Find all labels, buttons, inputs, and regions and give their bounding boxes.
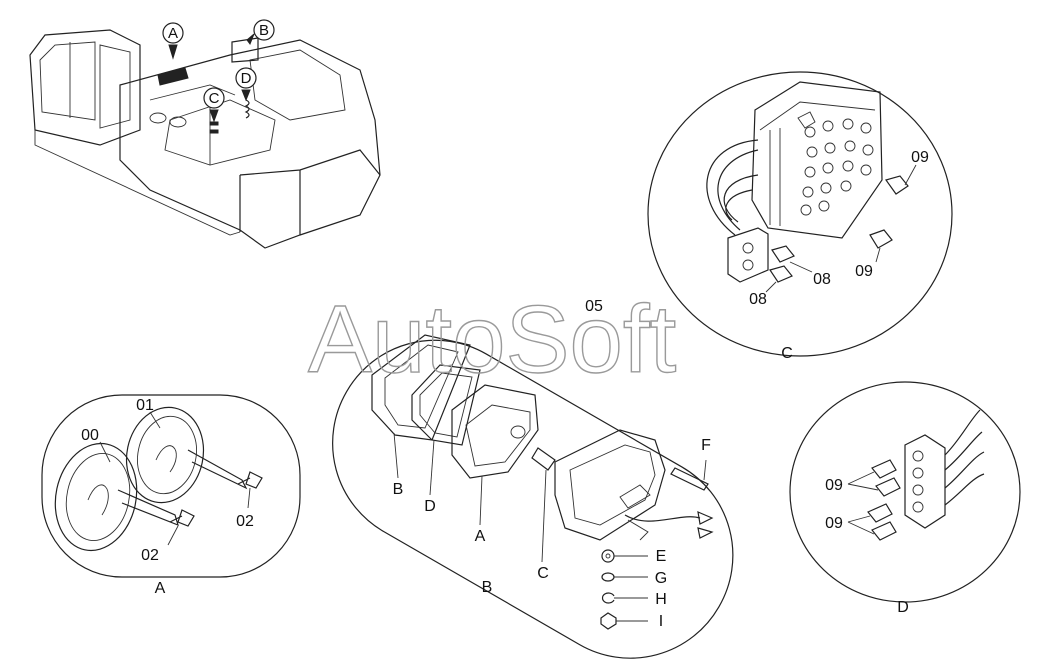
detail-c-caption: C <box>781 345 793 362</box>
part-label-c: C <box>537 565 549 582</box>
part-label-09: 09 <box>911 149 929 166</box>
part-label-e: E <box>656 548 667 565</box>
detail-a-caption: A <box>155 580 166 597</box>
part-label-08: 08 <box>749 291 767 308</box>
part-label-09: 09 <box>825 477 843 494</box>
callout-a: A <box>162 22 184 60</box>
detail-d-caption: D <box>897 599 909 616</box>
detail-a: A 00 01 02 02 <box>41 394 301 597</box>
svg-text:A: A <box>168 25 178 42</box>
part-label-00: 00 <box>81 427 99 444</box>
machine-overview: A B C D <box>29 19 381 249</box>
callout-d: D <box>235 67 257 102</box>
watermark: AutoSoft <box>308 286 676 393</box>
part-label-09: 09 <box>855 263 873 280</box>
part-label-08: 08 <box>813 271 831 288</box>
part-label-g: G <box>655 570 667 587</box>
detail-b-caption: B <box>482 579 493 596</box>
part-label-09: 09 <box>825 515 843 532</box>
part-label-05: 05 <box>585 298 603 315</box>
part-label-02: 02 <box>236 513 254 530</box>
detail-d: D 09 09 <box>789 381 1021 616</box>
callout-c: C <box>203 87 225 123</box>
part-label-d: D <box>424 498 436 515</box>
svg-text:C: C <box>209 90 220 107</box>
detail-b: B 05 <box>332 298 734 659</box>
part-label-02: 02 <box>141 547 159 564</box>
detail-c: C 09 09 08 08 <box>647 71 953 362</box>
part-label-a: A <box>475 528 486 545</box>
callout-b: B <box>246 19 275 46</box>
part-label-b: B <box>393 481 404 498</box>
part-label-01: 01 <box>136 397 154 414</box>
part-label-h: H <box>655 591 667 608</box>
part-label-i: I <box>659 613 663 630</box>
svg-text:D: D <box>241 70 252 87</box>
part-label-f: F <box>701 437 711 454</box>
svg-text:B: B <box>259 22 269 39</box>
